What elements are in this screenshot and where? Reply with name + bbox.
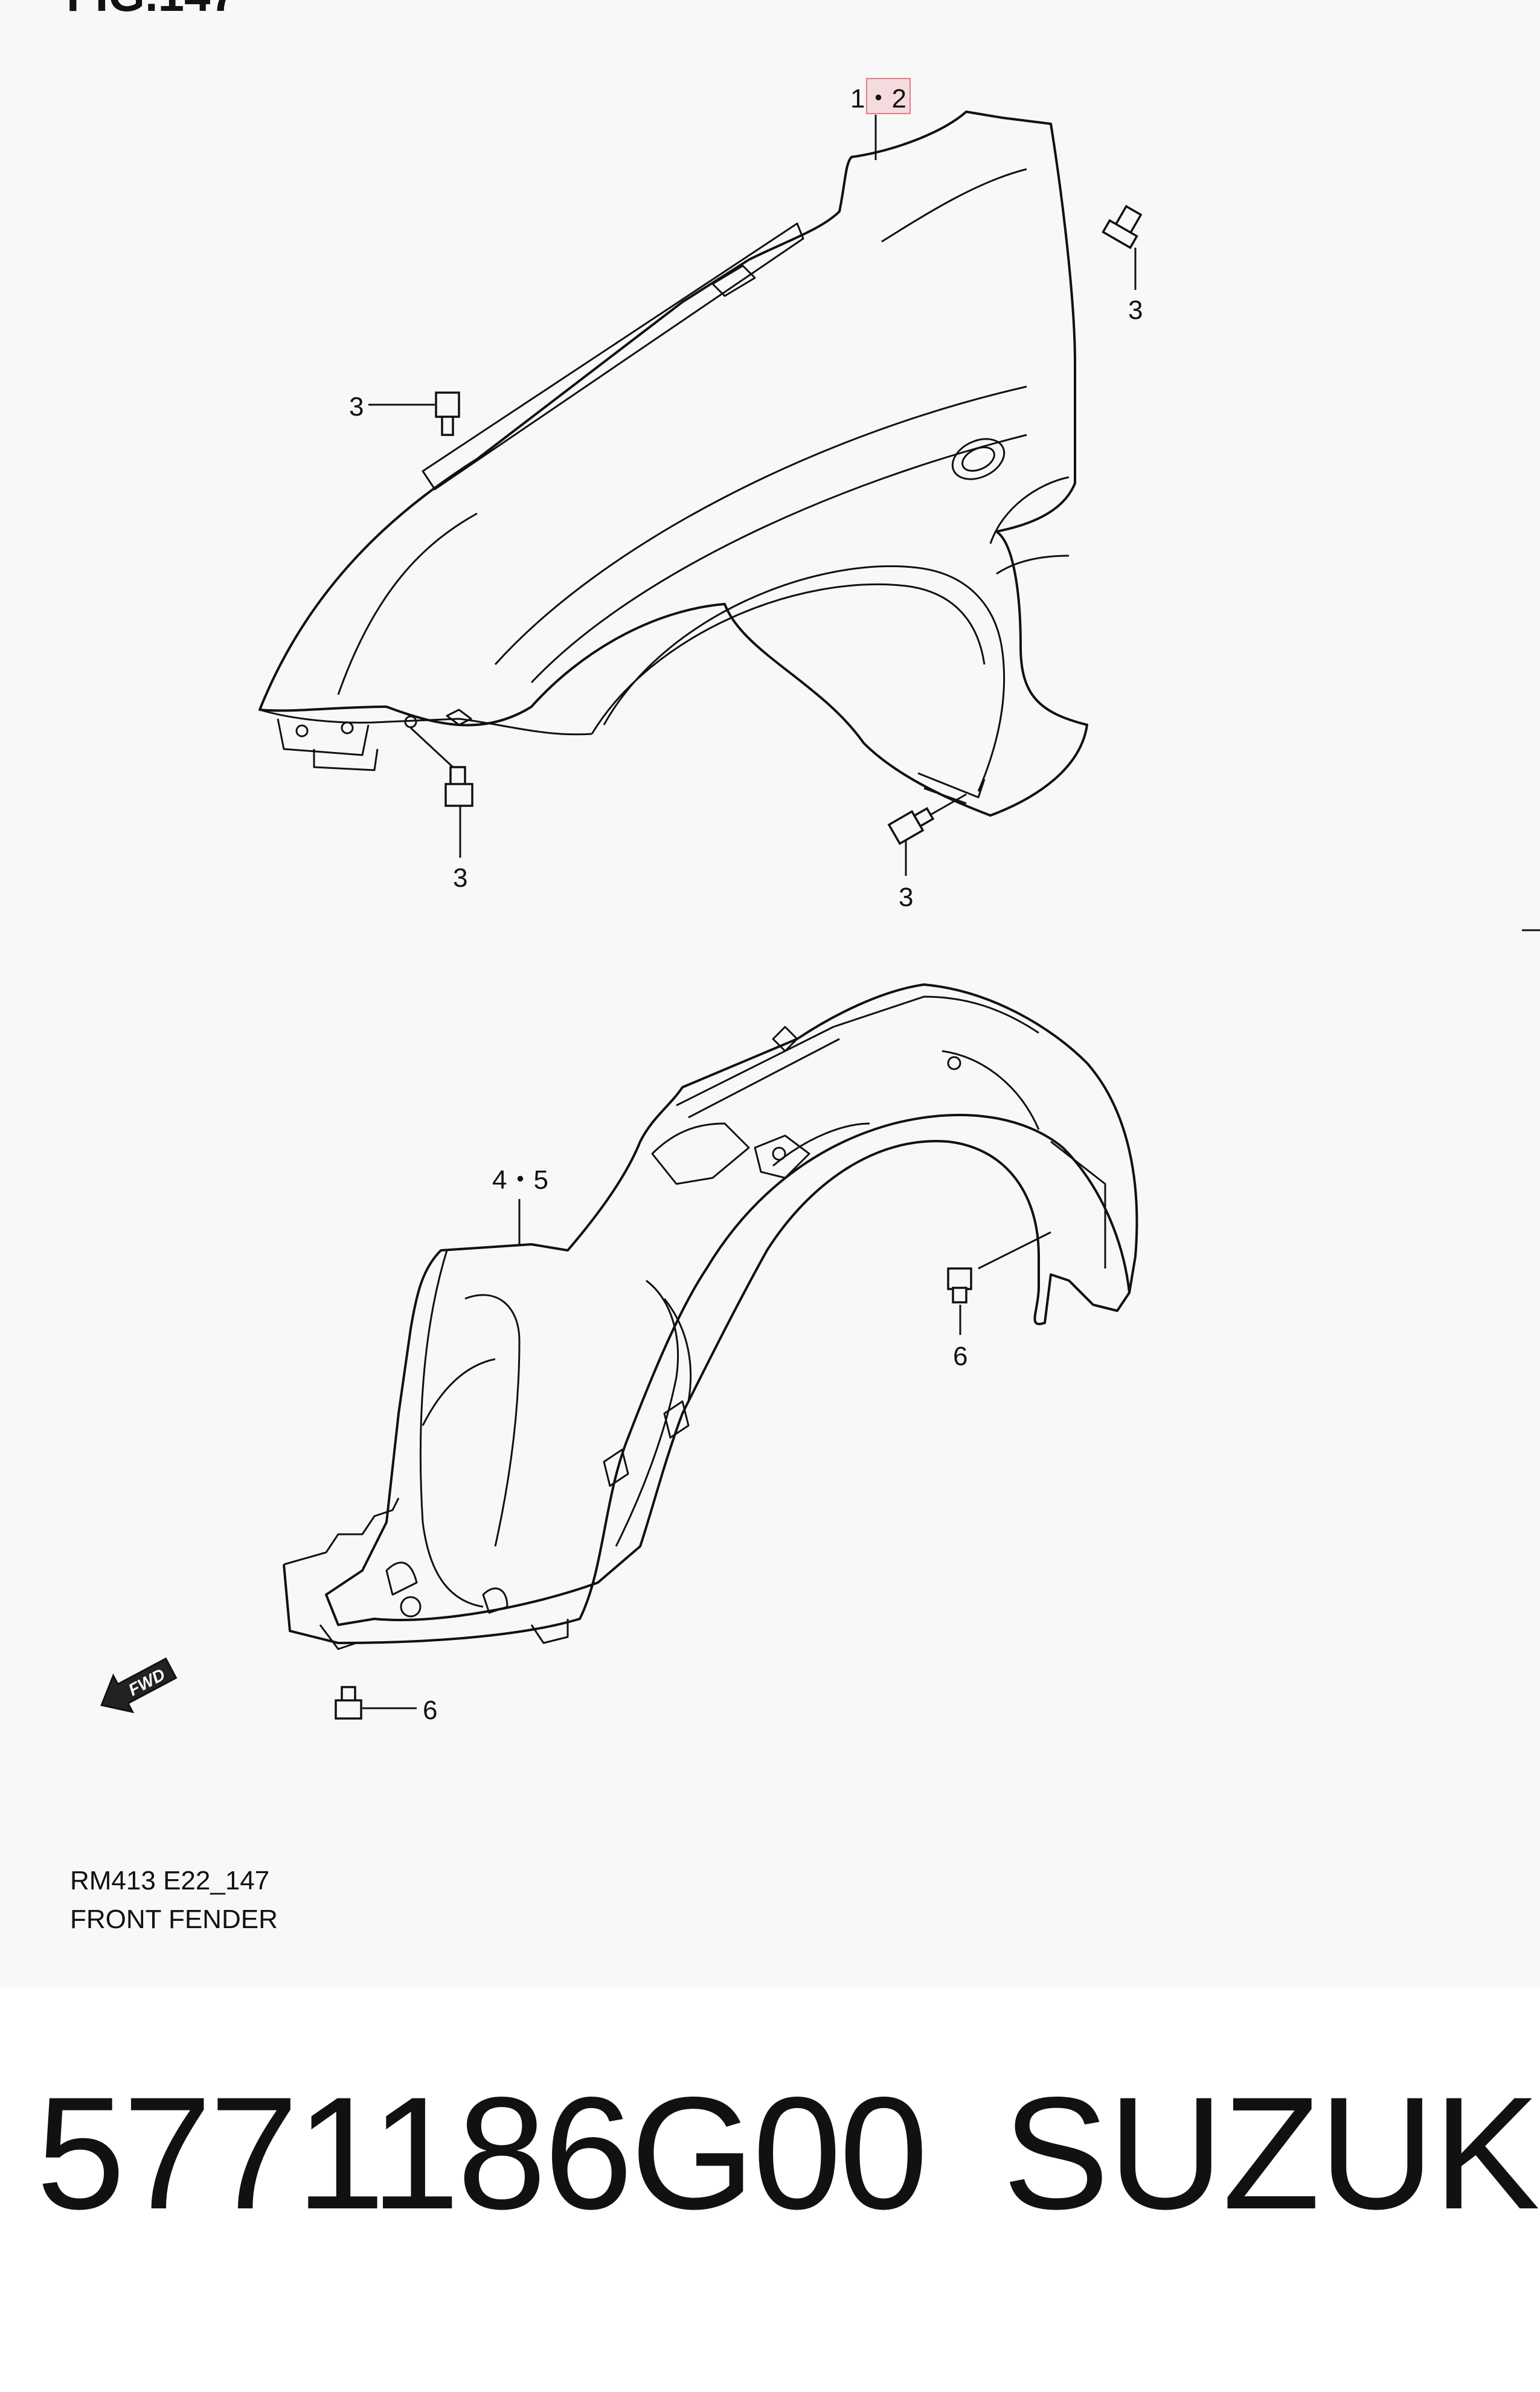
clip-left[interactable]: 6 <box>335 1686 437 1725</box>
figure-title: FIG.147 <box>66 0 237 18</box>
bolt-label: 3 <box>453 863 467 893</box>
diagram-panel: 1・2 3 3 3 3 <box>66 0 1540 1939</box>
clip-label: 6 <box>423 1696 437 1725</box>
callout-liner[interactable]: 4・5 <box>492 1165 548 1244</box>
fender-liner-part[interactable] <box>283 983 1138 1650</box>
edge-marks <box>1522 929 1540 931</box>
brand-name: SUZUKI <box>1003 2064 1540 2243</box>
fwd-arrow-icon: FWD <box>100 1657 178 1714</box>
bolt-label: 3 <box>349 392 364 422</box>
front-fender-part[interactable] <box>258 111 1088 817</box>
bolt-label: 3 <box>899 883 913 912</box>
bolt-label: 3 <box>1128 295 1143 325</box>
parts-diagram: 1・2 3 3 3 3 <box>100 78 1540 1725</box>
bolt-top-right[interactable]: 3 <box>1102 203 1147 325</box>
figure-caption: RM413 E22_147 FRONT FENDER <box>70 1862 278 1939</box>
part-footer: 5771186G00 SUZUKI <box>0 2064 1540 2307</box>
clip-right[interactable]: 6 <box>947 1231 1051 1371</box>
part-number: 5771186G00 <box>36 2064 928 2243</box>
callout-fender-label: 1・2 <box>850 84 906 114</box>
bolt-bottom-left[interactable]: 3 <box>409 727 473 893</box>
caption-name: FRONT FENDER <box>70 1905 278 1934</box>
caption-code: RM413 E22_147 <box>70 1866 270 1895</box>
callout-fender[interactable]: 1・2 <box>850 78 911 160</box>
callout-liner-label: 4・5 <box>492 1165 548 1195</box>
bolt-top-left[interactable]: 3 <box>349 391 460 436</box>
bolt-bottom-right[interactable]: 3 <box>887 793 967 912</box>
clip-label: 6 <box>953 1342 967 1371</box>
